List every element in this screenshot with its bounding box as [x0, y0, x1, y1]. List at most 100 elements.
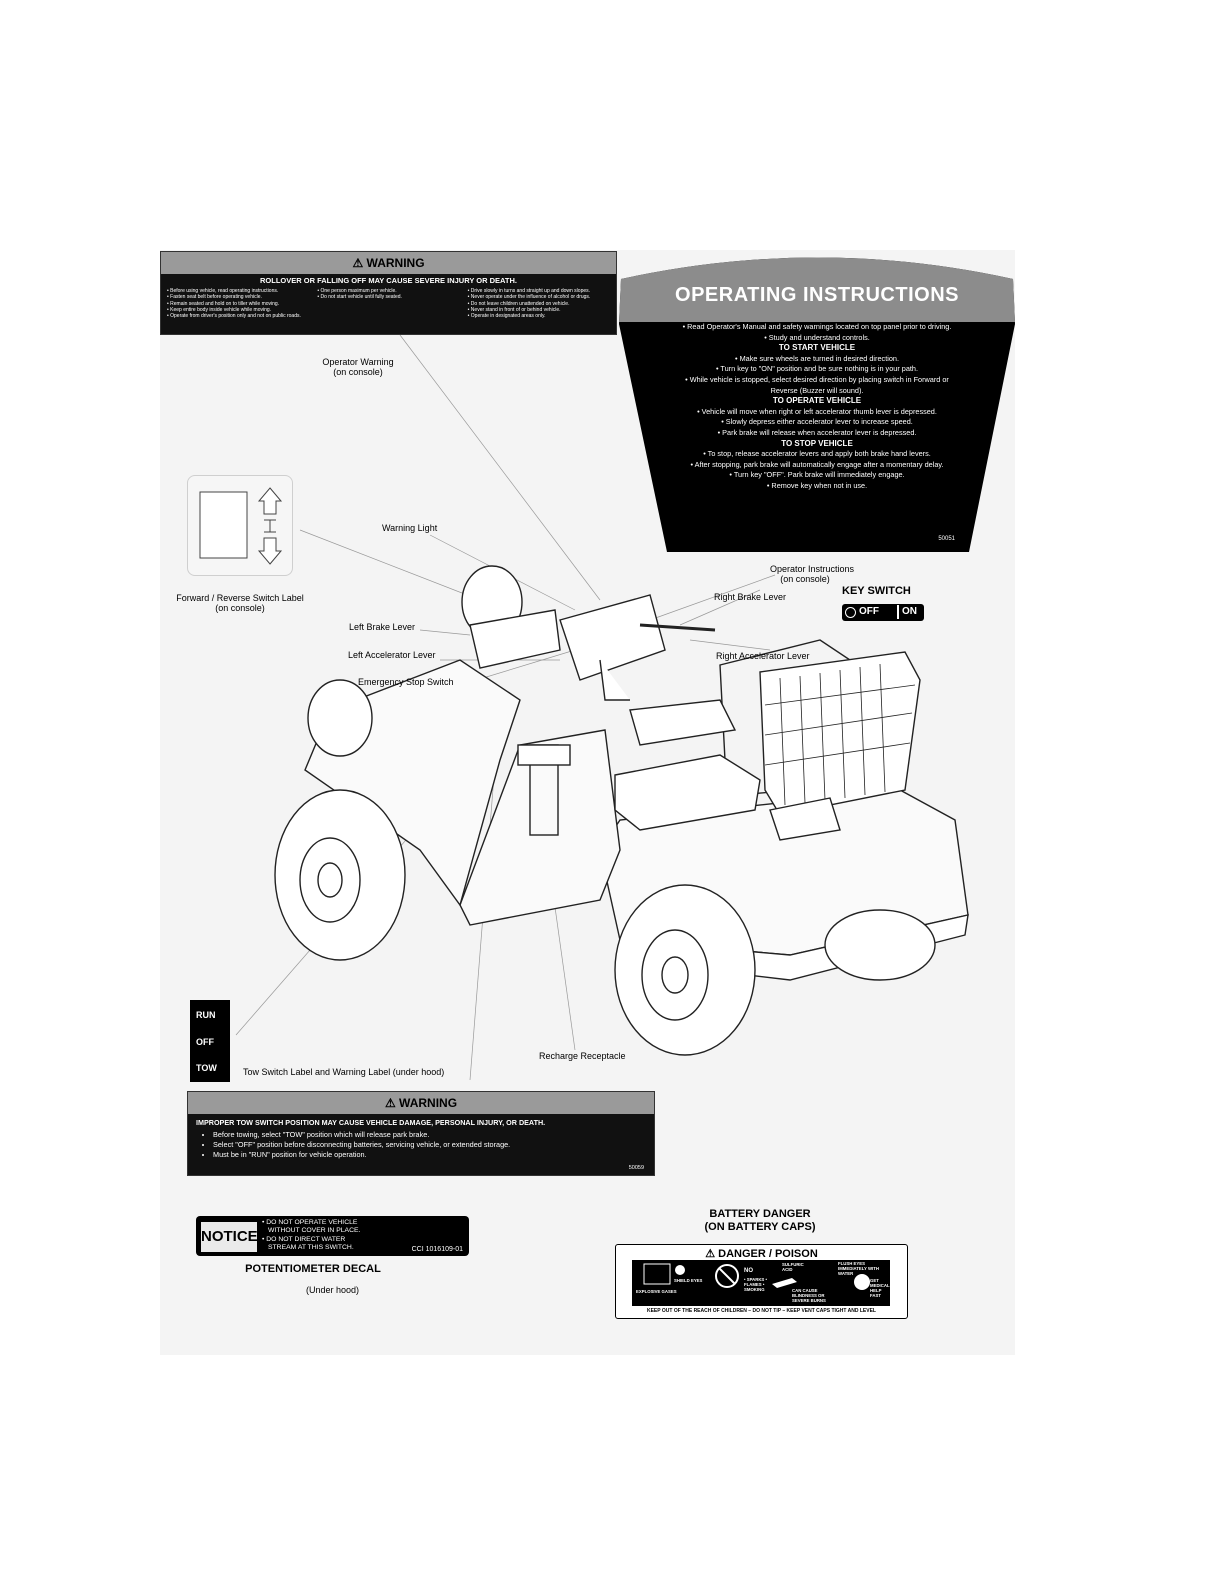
ops-line: • Study and understand controls.	[764, 332, 870, 342]
warning-code: 50059	[628, 1165, 644, 1171]
battery-shield-text: SHIELD EYES	[674, 1278, 703, 1283]
warning-subheader: IMPROPER TOW SWITCH POSITION MAY CAUSE V…	[196, 1118, 546, 1127]
warning-item: • Operate from driver's position only an…	[167, 313, 301, 320]
notice-line: WITHOUT COVER IN PLACE.	[268, 1227, 361, 1235]
label-right-accelerator: Right Accelerator Lever	[716, 651, 810, 661]
ops-body: • Read Operator's Manual and safety warn…	[672, 322, 962, 492]
label-text: Operator Instructions	[770, 564, 855, 574]
ops-heading: TO START VEHICLE	[778, 343, 856, 353]
fr-icons	[199, 487, 283, 565]
explosion-icon	[643, 1263, 671, 1285]
label-location: (on console)	[333, 367, 383, 377]
ops-shape	[619, 257, 1015, 552]
warning-item: • Remain seated and hold on to tiller wh…	[167, 300, 280, 307]
warning-item: • Keep entire body inside vehicle while …	[167, 306, 272, 313]
forward-reverse-label	[187, 475, 293, 576]
battery-no-text: NO	[744, 1268, 753, 1274]
operating-instructions-label: OPERATING INSTRUCTIONS • Read Operator's…	[617, 254, 1017, 554]
ops-code: 50051	[938, 536, 955, 542]
ops-line: • To stop, release accelerator levers an…	[703, 449, 931, 459]
ops-line: • After stopping, park brake will automa…	[690, 459, 944, 469]
label-text: Forward / Reverse Switch Label	[176, 593, 304, 603]
ops-title: OPERATING INSTRUCTIONS	[675, 284, 959, 306]
danger-poison-label: ⚠ DANGER / POISON SHIELD EYES EXPLOSIVE …	[615, 1244, 908, 1319]
medical-help-icon	[854, 1274, 870, 1290]
notice-caption-location: (Under hood)	[305, 1285, 360, 1295]
warning-item: • Drive slowly in turns and straight up …	[467, 288, 591, 294]
label-right-brake: Right Brake Lever	[714, 592, 787, 602]
battery-subtitle-text: (ON BATTERY CAPS)	[704, 1221, 816, 1233]
battery-title-text: BATTERY DANGER	[709, 1208, 811, 1220]
warning-header: ⚠ WARNING	[161, 252, 616, 274]
ops-line: • While vehicle is stopped, select desir…	[685, 374, 949, 395]
label-tow-switch: Tow Switch Label and Warning Label (unde…	[243, 1067, 445, 1077]
key-switch-title: KEY SWITCH	[842, 585, 911, 597]
battery-sparks-text: • SPARKS • FLAMES • SMOKING	[744, 1277, 767, 1292]
warning-col-3: • Drive slowly in turns and straight up …	[468, 288, 610, 319]
label-operator-warning: Operator Warning (on console)	[318, 357, 398, 377]
ops-heading: TO OPERATE VEHICLE	[772, 396, 862, 406]
off-circle-icon	[845, 607, 856, 618]
battery-explosive-text: EXPLOSIVE GASES	[636, 1289, 677, 1294]
notice-text: • DO NOT OPERATE VEHICLE WITHOUT COVER I…	[262, 1219, 360, 1252]
notice-line: • DO NOT OPERATE VEHICLE	[262, 1219, 358, 1226]
ops-line: • Turn key to "ON" position and be sure …	[715, 364, 919, 374]
label-operator-instructions: Operator Instructions (on console)	[770, 564, 855, 584]
on-bar-icon	[897, 605, 899, 619]
tow-off-text: OFF	[196, 1037, 214, 1047]
warning-item: • Fasten seat belt before operating vehi…	[167, 294, 262, 301]
tow-switch-label: RUN OFF TOW	[190, 1000, 230, 1082]
key-off-text: OFF	[859, 606, 879, 617]
label-location: (on console)	[215, 603, 265, 613]
ops-line: • Vehicle will move when right or left a…	[697, 406, 937, 416]
warning-item: Before towing, select "TOW" position whi…	[213, 1130, 654, 1140]
warning-list: Before towing, select "TOW" position whi…	[188, 1130, 654, 1160]
ops-heading: TO STOP VEHICLE	[781, 438, 853, 448]
danger-footer: KEEP OUT OF THE REACH OF CHILDREN – DO N…	[646, 1308, 876, 1314]
notice-line: • DO NOT DIRECT WATER	[262, 1235, 346, 1243]
label-recharge: Recharge Receptacle	[539, 1051, 626, 1061]
tow-warning-label: ⚠ WARNING IMPROPER TOW SWITCH POSITION M…	[187, 1091, 655, 1176]
warning-header: ⚠ WARNING	[188, 1092, 654, 1114]
warning-item: • One person maximum per vehicle.	[317, 288, 397, 294]
ops-line: • Make sure wheels are turned in desired…	[735, 353, 899, 363]
ops-line: • Park brake will release when accelerat…	[717, 427, 917, 437]
label-location: (on console)	[780, 574, 830, 584]
notice-tag: NOTICE	[200, 1221, 258, 1253]
warning-item: • Before using vehicle, read operating i…	[167, 288, 279, 294]
label-emergency-stop: Emergency Stop Switch	[358, 677, 454, 687]
potentiometer-decal: NOTICE • DO NOT OPERATE VEHICLE WITHOUT …	[196, 1216, 469, 1256]
danger-icons-strip: SHIELD EYES EXPLOSIVE GASES NO • SPARKS …	[632, 1260, 890, 1306]
ops-line: • Turn key "OFF". Park brake will immedi…	[729, 470, 905, 480]
warning-item: • Do not leave children unattended on ve…	[467, 300, 570, 307]
battery-burns-text: CAN CAUSE BLINDNESS OR SEVERE BURNS	[792, 1288, 826, 1303]
notice-caption: POTENTIOMETER DECAL	[245, 1263, 381, 1275]
warning-item: Must be in "RUN" position for vehicle op…	[213, 1150, 654, 1160]
battery-flush-text: FLUSH EYES IMMEDIATELY WITH WATER	[838, 1261, 879, 1276]
label-warning-light: Warning Light	[382, 523, 438, 533]
battery-acid-text: SULFURIC ACID	[782, 1262, 804, 1272]
operator-warning-label: ⚠ WARNING ROLLOVER OR FALLING OFF MAY CA…	[160, 251, 617, 335]
key-on-text: ON	[902, 606, 917, 617]
ops-line: • Slowly depress either accelerator leve…	[721, 417, 913, 427]
warning-item: Select "OFF" position before disconnecti…	[213, 1140, 654, 1150]
down-arrow-icon	[257, 537, 283, 565]
ops-line: • Remove key when not in use.	[766, 480, 868, 490]
vehicle-outline	[274, 565, 969, 1056]
notice-code: CCI 1016109-01	[411, 1246, 463, 1253]
label-left-brake: Left Brake Lever	[349, 622, 416, 632]
battery-title: BATTERY DANGER (ON BATTERY CAPS)	[690, 1208, 830, 1234]
no-smoking-icon	[715, 1264, 739, 1288]
warning-item: • Do not start vehicle until fully seate…	[317, 294, 402, 301]
label-fr-switch: Forward / Reverse Switch Label (on conso…	[170, 593, 310, 613]
notice-line: STREAM AT THIS SWITCH.	[268, 1243, 354, 1251]
tow-tow-text: TOW	[196, 1063, 217, 1073]
warning-item: • Never operate under the influence of a…	[467, 294, 591, 301]
acid-pour-icon	[772, 1278, 797, 1288]
warning-col-2: • One person maximum per vehicle. • Do n…	[317, 288, 459, 319]
warning-subheader: ROLLOVER OR FALLING OFF MAY CAUSE SEVERE…	[260, 276, 517, 285]
warning-item: • Operate in designated areas only.	[467, 313, 546, 320]
danger-icons	[643, 1263, 870, 1290]
label-text: Operator Warning	[322, 357, 394, 367]
